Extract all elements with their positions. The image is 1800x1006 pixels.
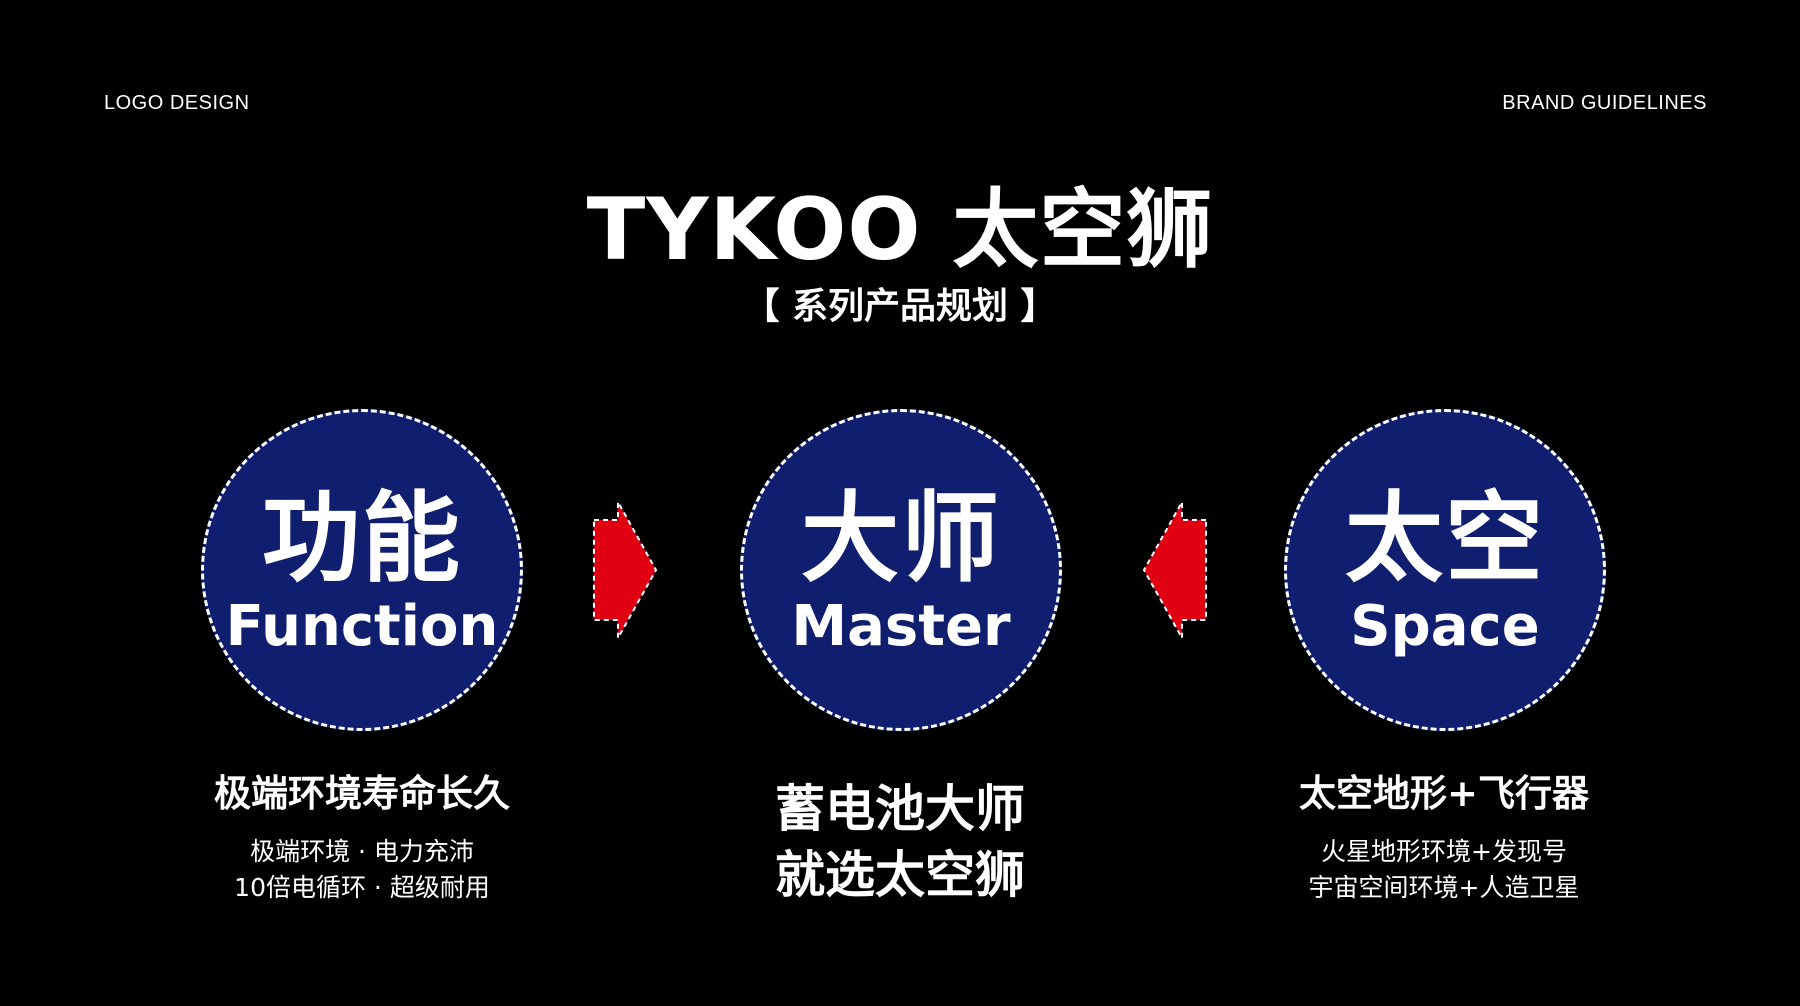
function-caption: 极端环境寿命长久	[214, 772, 510, 815]
master-caption: 蓄电池大师 就选太空狮	[680, 776, 1120, 908]
function-details: 极端环境 · 电力充沛 10倍电循环 · 超级耐用	[162, 834, 562, 906]
master-caption-line: 就选太空狮	[775, 846, 1025, 904]
space-circle: 太空 Space	[1284, 409, 1606, 731]
space-detail-line: 宇宙空间环境+人造卫星	[1308, 873, 1580, 902]
space-caption: 太空地形+飞行器	[1298, 772, 1589, 815]
space-cn-label: 太空	[1344, 482, 1545, 596]
function-circle: 功能 Function	[201, 409, 523, 731]
header-right-label: BRAND GUIDELINES	[1502, 92, 1707, 114]
arrow-left-icon	[1142, 500, 1207, 640]
page-title: TYKOO 太空狮	[586, 180, 1214, 280]
master-circle: 大师 Master	[740, 409, 1062, 731]
space-details: 火星地形环境+发现号 宇宙空间环境+人造卫星	[1244, 834, 1644, 906]
function-en-label: Function	[225, 594, 499, 659]
master-caption-line: 蓄电池大师	[775, 780, 1025, 838]
space-en-label: Space	[1350, 594, 1540, 659]
master-cn-label: 大师	[800, 482, 1001, 596]
function-detail-line: 10倍电循环 · 超级耐用	[234, 873, 490, 902]
page-subtitle: 【 系列产品规划 】	[743, 286, 1057, 327]
master-en-label: Master	[791, 594, 1011, 659]
function-detail-line: 极端环境 · 电力充沛	[250, 837, 474, 866]
header-left-label: LOGO DESIGN	[104, 92, 250, 114]
function-cn-label: 功能	[261, 482, 462, 596]
space-detail-line: 火星地形环境+发现号	[1321, 837, 1567, 866]
arrow-right-icon	[593, 500, 658, 640]
